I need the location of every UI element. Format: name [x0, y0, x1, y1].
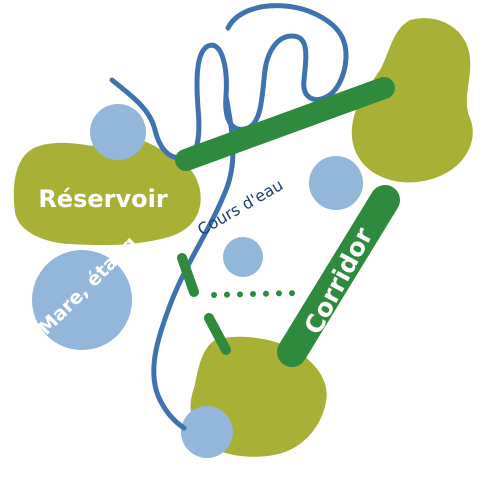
corridor-bar	[277, 185, 400, 367]
water-spot-bottom	[181, 406, 233, 458]
reservoir-patch	[13, 137, 201, 246]
water-spot-top	[90, 104, 146, 160]
large-habitat-patch	[351, 18, 473, 183]
corridor-top-bar	[175, 77, 395, 171]
water-spot-center	[223, 237, 263, 277]
water-spot-right	[309, 156, 363, 210]
stream-label: Cours d'eau	[194, 175, 286, 239]
pond-circle	[32, 250, 132, 350]
stepping-stone-segment-1	[177, 253, 199, 297]
stepping-stone-segment-2	[204, 313, 231, 355]
dotted-corridor	[211, 290, 299, 298]
reservoir-label: Réservoir	[38, 185, 168, 213]
corridor-label: Corridor	[298, 222, 378, 339]
